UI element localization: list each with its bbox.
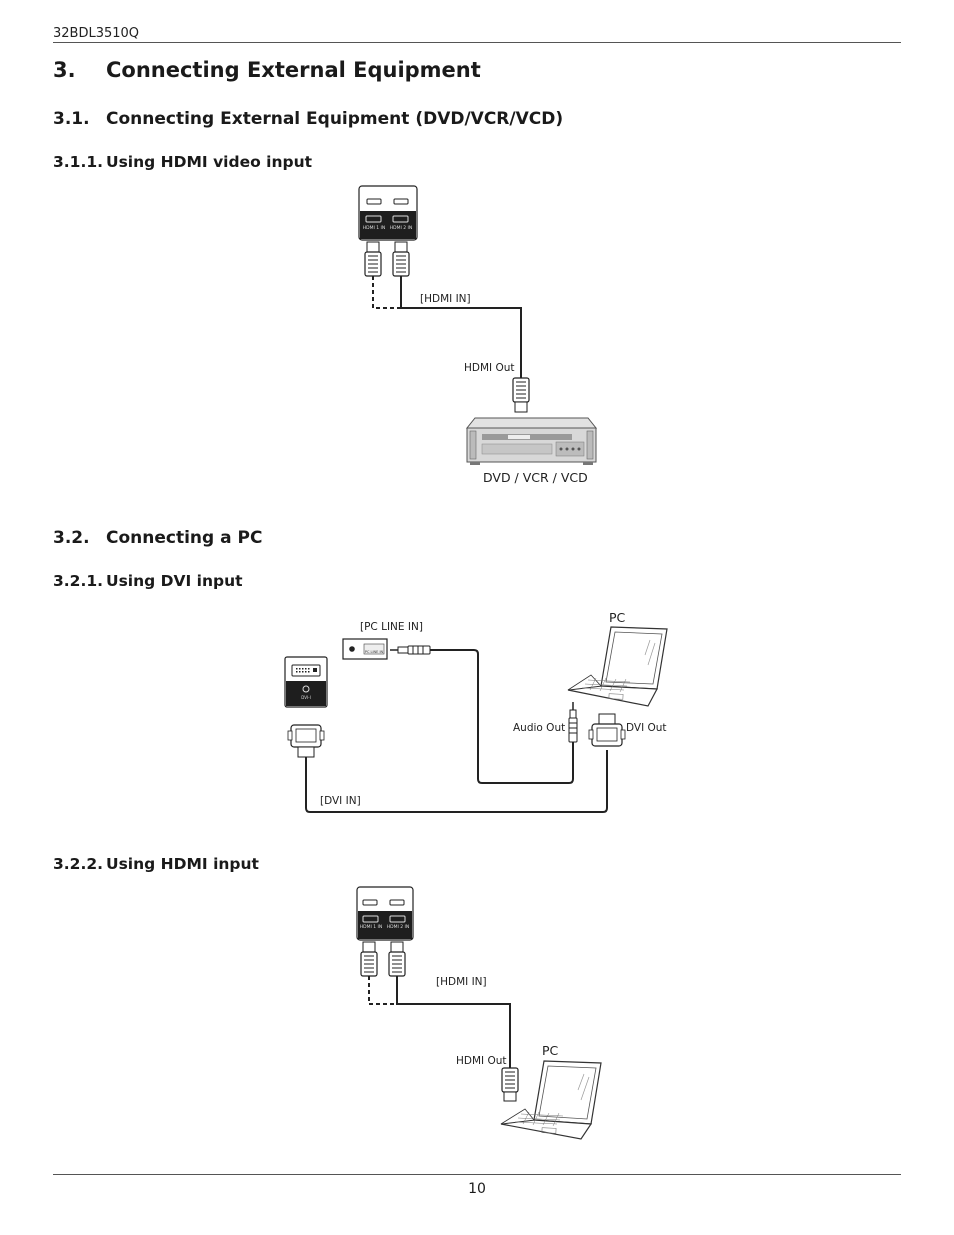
dvi-cable: [305, 750, 608, 813]
dvi-port-label: DVI-I: [301, 695, 311, 700]
section-number: 3.2.2.: [53, 855, 104, 873]
section-number: 3.1.: [53, 109, 90, 129]
hdmi-cable: [400, 276, 522, 380]
hdmi-port-1-label: HDMI 1 IN: [360, 924, 382, 930]
dvi-input-diagram: PC LINE IN [PC LINE IN] DVI-I [DVI IN]: [284, 610, 668, 813]
hdmi-video-input-diagram: HDMI 1 IN HDMI 2 IN [HDMI IN] HDMI Out: [358, 185, 598, 485]
hdmi-port-2: [392, 215, 409, 223]
section-3-1-title: 3.1. Connecting External Equipment (DVD/V…: [53, 109, 563, 129]
pc-line-in-port-label: PC LINE IN: [365, 650, 384, 654]
dvi-port-pins: [296, 668, 317, 673]
section-title-text: Using HDMI input: [106, 855, 259, 873]
hdmi-port-1: [362, 915, 379, 923]
section-3-2-2-title: 3.2.2.Using HDMI input: [53, 855, 259, 873]
section-title-text: Connecting a PC: [106, 528, 263, 548]
hdmi-plug-source: [512, 377, 530, 413]
pc-line-in-label: [PC LINE IN]: [360, 621, 423, 633]
dvd-device-label: DVD / VCR / VCD: [483, 470, 588, 485]
pc-label: PC: [542, 1043, 559, 1058]
hdmi-port-2-label: HDMI 2 IN: [390, 225, 412, 231]
section-number: 3.2.: [53, 528, 90, 548]
hdmi-plug-1: [364, 241, 382, 277]
dvi-port-panel-lower: [286, 681, 326, 706]
laptop-icon: [500, 1060, 602, 1140]
dvi-plug-input: [287, 724, 325, 758]
dvi-out-label: DVI Out: [626, 722, 667, 734]
page-header: 32BDL3510Q: [53, 26, 140, 41]
dvi-plug-output: [588, 713, 626, 747]
hdmi-in-label: [HDMI IN]: [436, 976, 487, 988]
hdmi-out-label: HDMI Out: [456, 1055, 507, 1067]
section-title-text: Using HDMI video input: [106, 153, 313, 171]
hdmi-port-icon: [393, 198, 409, 205]
hdmi-port-1: [365, 215, 382, 223]
chapter-number: 3.: [53, 58, 76, 82]
section-number: 3.2.1.: [53, 572, 104, 590]
audio-plug-input: [390, 645, 431, 655]
footer-rule: [53, 1174, 901, 1175]
header-rule: [53, 42, 901, 43]
pc-label: PC: [609, 610, 626, 625]
dvi-port-symbol: [302, 685, 310, 693]
audio-jack-port: [349, 646, 355, 652]
hdmi-out-label: HDMI Out: [464, 362, 515, 374]
hdmi-cable-alt-dashed: [368, 976, 397, 1005]
hdmi-plug-1: [360, 941, 378, 977]
section-number: 3.1.1.: [53, 153, 104, 171]
hdmi-pc-input-diagram: HDMI 1 IN HDMI 2 IN [HDMI IN] HDMI Out: [356, 886, 602, 1140]
chapter-title-text: Connecting External Equipment: [106, 58, 481, 82]
section-3-2-1-title: 3.2.1.Using DVI input: [53, 572, 243, 590]
audio-cable: [430, 649, 574, 784]
hdmi-cable: [396, 976, 511, 1068]
laptop-icon: [567, 626, 668, 707]
chapter-title: 3. Connecting External Equipment: [53, 58, 481, 82]
hdmi-port-2-label: HDMI 2 IN: [387, 924, 409, 930]
hdmi-port-2: [389, 915, 406, 923]
hdmi-port-icon: [362, 899, 378, 906]
page-number: 10: [468, 1181, 486, 1197]
section-title-text: Connecting External Equipment (DVD/VCR/V…: [106, 109, 564, 129]
audio-out-label: Audio Out: [513, 722, 565, 734]
dvi-in-label: [DVI IN]: [320, 795, 361, 807]
section-3-2-title: 3.2. Connecting a PC: [53, 528, 262, 548]
audio-port-marking: [363, 643, 385, 655]
hdmi-in-label: [HDMI IN]: [420, 293, 471, 305]
dvd-player-icon: [465, 417, 598, 465]
dvi-port: [291, 664, 321, 677]
section-title-text: Using DVI input: [106, 572, 243, 590]
hdmi-cable-alt-dashed: [372, 276, 401, 309]
hdmi-port-1-label: HDMI 1 IN: [363, 225, 385, 231]
hdmi-plug-source: [501, 1067, 519, 1102]
hdmi-port-icon: [366, 198, 382, 205]
hdmi-port-icon: [389, 899, 405, 906]
audio-plug-output: [568, 702, 578, 743]
section-3-1-1-title: 3.1.1.Using HDMI video input: [53, 153, 312, 171]
hdmi-plug-2: [388, 941, 406, 977]
